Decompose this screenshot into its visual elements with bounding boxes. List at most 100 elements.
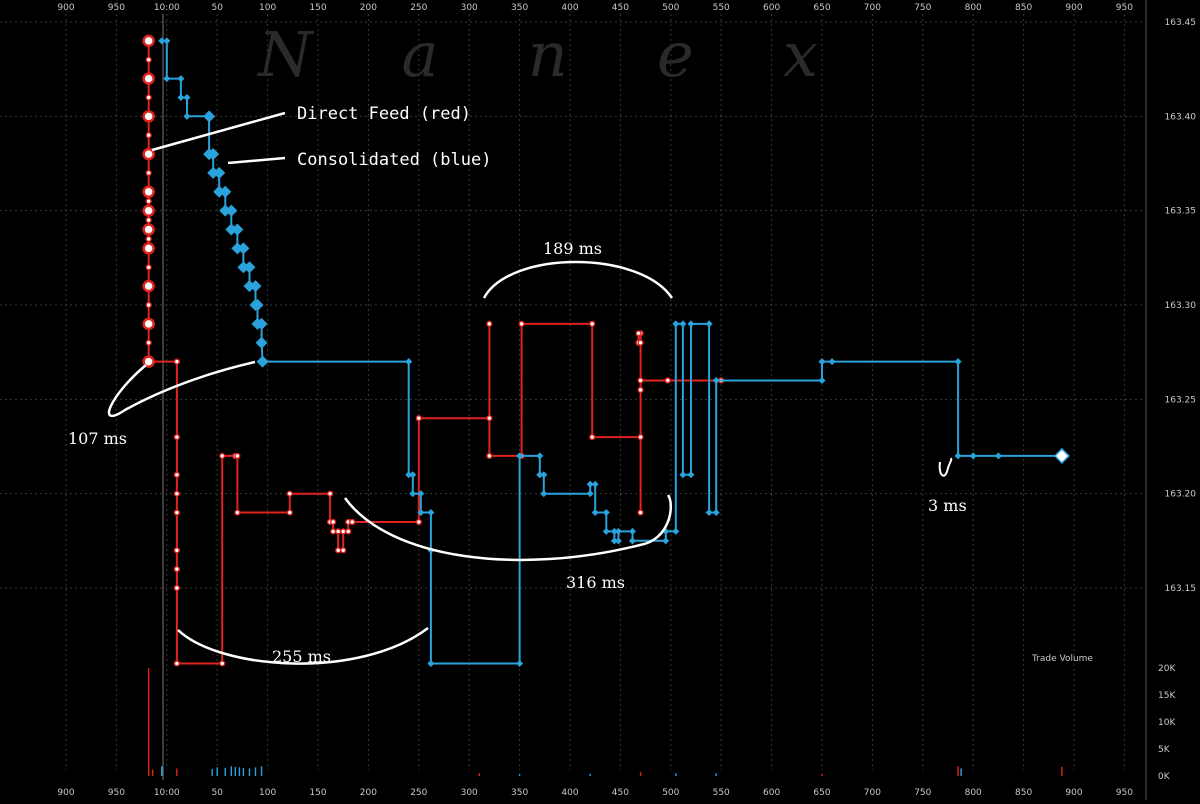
volume-bar: [478, 773, 480, 776]
direct-feed-point: [589, 433, 596, 441]
x-tick-label-top: 900: [57, 3, 74, 13]
consolidated-point: [540, 471, 548, 479]
direct-feed-point: [142, 223, 155, 236]
volume-bar: [1061, 766, 1063, 776]
consolidated-point: [203, 110, 216, 123]
direct-feed-point: [142, 147, 155, 161]
x-tick-label-top: 500: [662, 3, 679, 13]
bracket-189ms: [482, 260, 674, 299]
consolidated-point: [712, 509, 720, 517]
consolidated-point: [177, 93, 185, 101]
consolidated-point: [231, 242, 244, 255]
volume-bar: [211, 768, 213, 776]
direct-feed-point: [142, 185, 155, 199]
x-tick-label-bottom: 500: [662, 788, 679, 798]
x-tick-label-bottom: 50: [211, 788, 223, 798]
bracket-107ms: [107, 360, 256, 418]
x-tick-label-bottom: 100: [259, 788, 276, 798]
x-tick-label-bottom: 400: [561, 788, 578, 798]
consolidated-point: [219, 185, 232, 198]
x-tick-label-bottom: 650: [813, 788, 830, 798]
x-tick-label-top: 550: [713, 3, 730, 13]
direct-feed-point: [326, 490, 334, 497]
direct-feed-point: [142, 72, 155, 85]
x-tick-label-bottom: 300: [461, 788, 478, 798]
direct-feed-point: [145, 235, 152, 243]
consolidated-final-point: [1053, 447, 1070, 464]
volume-bar: [260, 766, 263, 776]
x-tick-label-bottom: 250: [410, 788, 427, 798]
direct-feed-point: [486, 415, 493, 422]
direct-feed-point: [142, 110, 155, 123]
x-tick-label-bottom: 900: [57, 788, 74, 798]
x-tick-label-bottom: 800: [965, 788, 982, 798]
direct-feed-point: [142, 204, 155, 217]
consolidated-point: [818, 376, 826, 384]
volume-bar: [639, 772, 642, 776]
consolidated-point: [516, 659, 524, 667]
series-layer: [142, 34, 1070, 667]
x-tick-label-top: 700: [864, 3, 881, 13]
direct-feed-point: [340, 528, 347, 535]
annotation-layer: Direct Feed (red) Consolidated (blue) 10…: [68, 104, 967, 666]
direct-feed-point: [145, 217, 152, 224]
direct-feed-point: [173, 433, 180, 441]
consolidated-point: [586, 480, 594, 488]
consolidated-point: [591, 509, 599, 517]
consolidated-point: [409, 471, 417, 479]
x-tick-label-top: 750: [914, 3, 931, 13]
consolidated-point: [255, 317, 268, 330]
x-tick-label-top: 400: [561, 3, 578, 13]
consolidated-point: [628, 537, 636, 545]
consolidated-point: [687, 320, 695, 328]
consolidated-point: [586, 490, 594, 498]
consolidated-point: [405, 471, 413, 479]
direct-feed-point: [142, 355, 155, 368]
direct-feed-point: [637, 339, 644, 346]
consolidated-point: [954, 358, 962, 366]
x-tick-label-top: 900: [1065, 3, 1082, 13]
direct-feed-point: [145, 94, 152, 101]
consolidated-point: [158, 37, 166, 45]
x-tick-label-bottom: 750: [914, 788, 931, 798]
volume-bar: [589, 773, 591, 776]
direct-feed-point: [142, 242, 155, 255]
volume-bar: [821, 773, 823, 776]
direct-feed-pointer: [151, 111, 286, 152]
annotation-316ms: 316 ms: [566, 573, 625, 592]
consolidated-point: [213, 185, 226, 198]
direct-feed-point: [142, 34, 155, 48]
direct-feed-point: [145, 301, 152, 309]
x-tick-label-bottom: 900: [1065, 788, 1082, 798]
bracket-255ms: [177, 627, 429, 665]
volume-tick-label: 0K: [1158, 772, 1171, 782]
direct-feed-point: [637, 509, 644, 516]
x-tick-label-bottom: 200: [360, 788, 377, 798]
consolidated-point: [255, 336, 268, 349]
x-tick-label-bottom: 950: [1116, 788, 1133, 798]
x-tick-label-bottom: 850: [1015, 788, 1032, 798]
consolidated-point: [183, 93, 191, 101]
y-tick-label: 163.20: [1165, 490, 1197, 500]
grid-layer: [0, 0, 1147, 800]
consolidated-point: [237, 261, 250, 274]
annotation-consolidated: Consolidated (blue): [297, 150, 491, 170]
x-tick-label-top: 600: [763, 3, 780, 13]
x-tick-label-bottom: 950: [108, 788, 125, 798]
direct-feed-point: [145, 264, 152, 271]
consolidated-point: [672, 320, 680, 328]
consolidated-point: [183, 112, 191, 120]
direct-feed-point: [173, 584, 180, 592]
direct-feed-point: [349, 518, 356, 526]
direct-feed-point: [234, 452, 241, 460]
consolidated-point: [163, 37, 171, 45]
consolidated-point: [417, 490, 425, 498]
consolidated-point: [994, 452, 1002, 460]
direct-feed-point: [518, 320, 525, 327]
consolidated-point: [237, 242, 250, 255]
x-tick-label-top: 50: [211, 3, 223, 13]
direct-feed-point: [286, 490, 293, 497]
consolidated-point: [610, 537, 618, 545]
x-tick-label-top: 800: [965, 3, 982, 13]
